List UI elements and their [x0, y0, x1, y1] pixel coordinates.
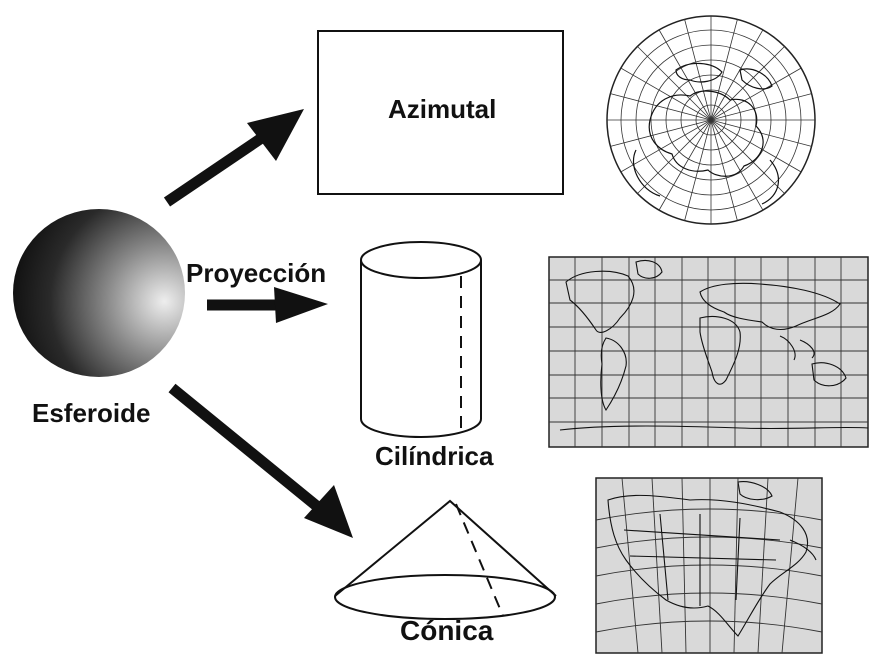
north-america-map: [595, 477, 823, 654]
conic-label: Cónica: [400, 615, 494, 646]
arrow-right: [207, 287, 328, 323]
polar-map: [606, 15, 816, 225]
arrow-down-right: [168, 383, 353, 538]
cylindrical-label: Cilíndrica: [375, 441, 494, 471]
azimuthal-plane: [317, 30, 564, 195]
arrow-up-right: [163, 109, 304, 207]
cone-shape: [334, 499, 557, 620]
world-map: [548, 256, 869, 448]
projection-label: Proyección: [186, 258, 327, 288]
azimuthal-label: Azimutal: [388, 94, 497, 124]
spheroid-label: Esferoide: [32, 398, 151, 428]
cylinder-shape: [360, 241, 482, 438]
spheroid-globe: [13, 209, 185, 377]
